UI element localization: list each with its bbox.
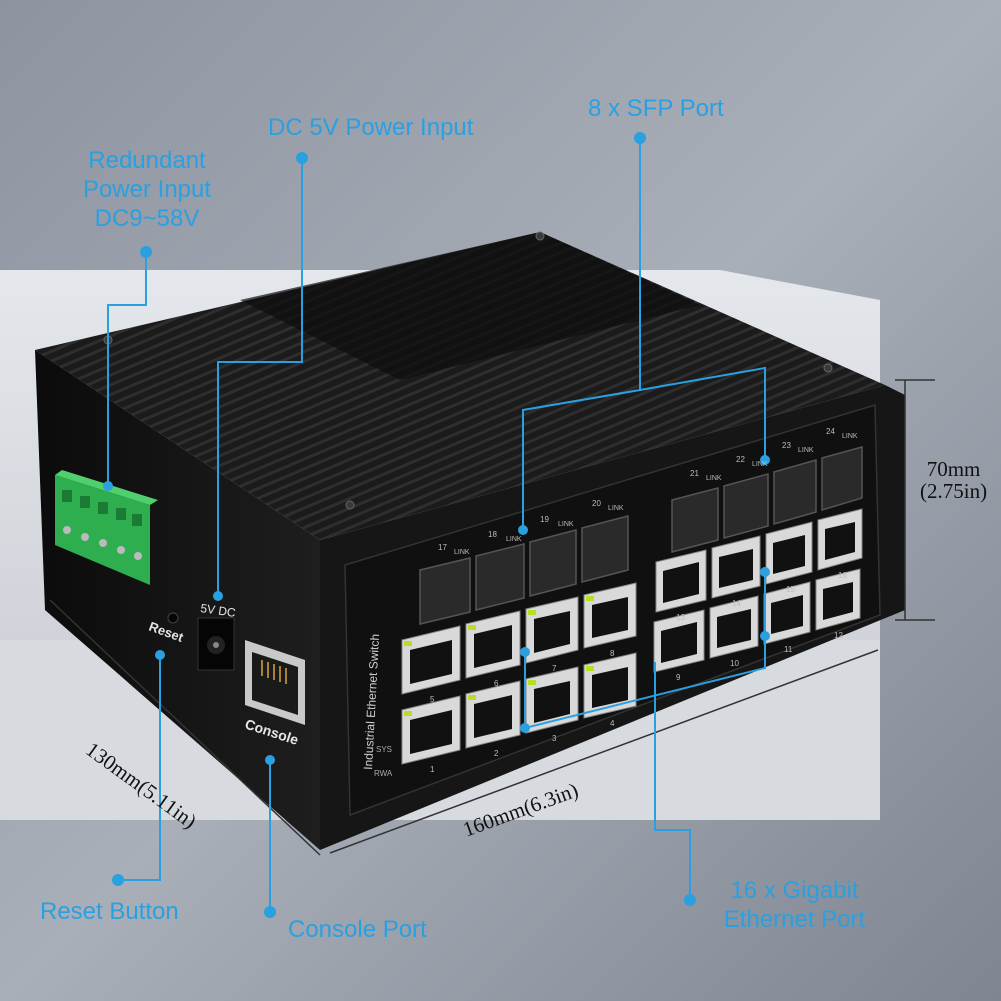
rj45-port-number: 15 <box>786 585 795 594</box>
height-dimension: 70mm (2.75in) <box>920 458 987 502</box>
callout-line: Ethernet Port <box>723 906 866 933</box>
rj45-port-number: 7 <box>552 664 557 673</box>
callout-line: Power Input <box>82 176 212 203</box>
dimension-line: (2.75in) <box>920 479 988 503</box>
sfp-link-label: LINK <box>506 536 522 543</box>
sfp-link-label: LINK <box>752 461 768 468</box>
callout-line: DC9~58V <box>94 205 200 232</box>
led-rwa-label: RWA <box>374 769 393 778</box>
sfp-port-number: 19 <box>540 515 549 524</box>
rj45-port-number: 6 <box>494 679 499 688</box>
rj45-port-number: 9 <box>676 673 681 682</box>
reset-button-callout: Reset Button <box>40 898 179 925</box>
sfp-port-number: 21 <box>690 469 699 478</box>
rj45-port-number: 12 <box>834 631 843 640</box>
device-side-panel <box>35 350 320 850</box>
sfp-link-label: LINK <box>842 433 858 440</box>
dc-power-jack <box>197 617 235 671</box>
rj45-port-number: 11 <box>784 645 793 654</box>
dimension-lines <box>49 379 935 856</box>
reset-hole <box>167 612 179 624</box>
console-port-jack <box>245 640 305 725</box>
sfp-port-number: 17 <box>438 543 447 552</box>
sfp-link-label: LINK <box>798 447 814 454</box>
redundant-power-callout: Redundant Power Input DC9~58V <box>62 146 232 233</box>
dc-power-callout: DC 5V Power Input <box>268 114 474 141</box>
rj45-port-number: 5 <box>430 695 435 704</box>
callout-line: Redundant <box>88 147 206 174</box>
sfp-port-number: 23 <box>782 441 791 450</box>
sfp-port-number: 22 <box>736 455 745 464</box>
rj45-port-number: 16 <box>838 571 847 580</box>
sfp-port-number: 20 <box>592 499 601 508</box>
sfp-ports-right <box>671 446 863 553</box>
callout-line: 16 x Gigabit <box>730 877 859 904</box>
rj45-ports-left <box>401 582 637 765</box>
callout-leaders <box>107 138 766 912</box>
sfp-link-label: LINK <box>454 549 470 556</box>
sfp-link-label: LINK <box>706 475 722 482</box>
rj45-port-number: 14 <box>732 599 741 608</box>
gigabit-ports-callout: 16 x Gigabit Ethernet Port <box>712 876 877 934</box>
rj45-port-number: 1 <box>430 765 435 774</box>
rj45-port-number: 10 <box>730 659 739 668</box>
console-port-callout: Console Port <box>288 916 427 943</box>
sfp-link-label: LINK <box>608 505 624 512</box>
rj45-port-number: 13 <box>676 613 685 622</box>
callout-dots <box>103 132 770 918</box>
dimension-line: 70mm <box>926 457 981 481</box>
rj45-ports-right <box>653 508 863 673</box>
rj45-port-number: 3 <box>552 734 557 743</box>
sfp-link-label: LINK <box>558 521 574 528</box>
sfp-port-number: 18 <box>488 530 497 539</box>
led-sys-label: SYS <box>376 745 392 754</box>
sfp-ports-left <box>419 515 629 625</box>
rj45-port-number: 4 <box>610 719 615 728</box>
power-label: 5V DC <box>200 601 237 620</box>
rj45-port-number: 2 <box>494 749 499 758</box>
sfp-port-number: 24 <box>826 427 835 436</box>
rj45-port-number: 8 <box>610 649 615 658</box>
sfp-ports-callout: 8 x SFP Port <box>588 95 724 122</box>
